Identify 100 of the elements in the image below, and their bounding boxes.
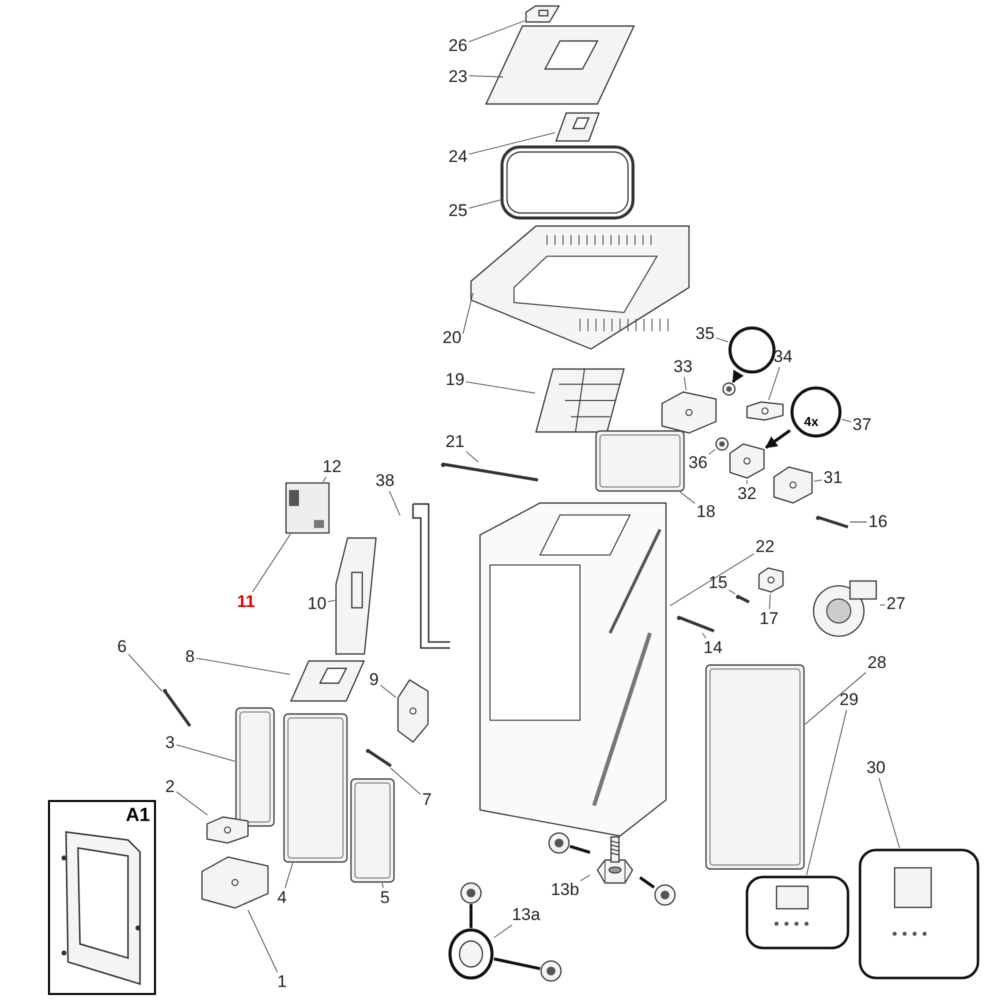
callout-number: 31 xyxy=(824,468,842,488)
leader-line xyxy=(388,490,400,516)
plate-drawing xyxy=(555,112,600,142)
leader-line xyxy=(284,862,294,888)
callout-number: 13b xyxy=(550,880,580,900)
callout-number: 12 xyxy=(322,457,342,477)
leader-line xyxy=(702,632,706,638)
part-drawing xyxy=(772,465,814,505)
callout-number: 18 xyxy=(696,502,716,522)
gasket-drawing xyxy=(745,875,850,950)
callout-number: 36 xyxy=(688,453,708,473)
wheel-drawing xyxy=(448,928,494,980)
inset-label: A1 xyxy=(126,804,150,828)
panel-drawing xyxy=(283,713,348,863)
gasket-ring-drawing xyxy=(500,145,635,220)
leader-line xyxy=(390,768,421,795)
panel-drawing xyxy=(595,430,685,492)
callout-number: 1 xyxy=(277,972,287,992)
callout-number: 23 xyxy=(448,67,468,87)
grille-drawing xyxy=(535,368,625,433)
callout-number: 37 xyxy=(852,415,872,435)
leader-line xyxy=(382,882,384,888)
top-frame-drawing xyxy=(470,225,690,350)
leader-line xyxy=(176,791,208,816)
callout-number: 27 xyxy=(886,594,906,614)
pointer-line xyxy=(732,370,744,384)
leader-line xyxy=(746,480,748,484)
part-drawing xyxy=(200,855,270,910)
leader-line xyxy=(328,600,336,602)
leader-line xyxy=(468,75,504,78)
leader-line xyxy=(468,132,556,155)
rod-drawing xyxy=(676,615,716,633)
inset-frame xyxy=(48,800,156,995)
washer-drawing xyxy=(548,832,570,854)
callout-number: 35 xyxy=(696,324,714,344)
part-drawing xyxy=(205,815,250,845)
callout-number: 20 xyxy=(442,328,462,348)
leader-line xyxy=(466,450,479,462)
leader-line xyxy=(494,924,512,938)
washer-drawing xyxy=(715,437,729,451)
leader-line xyxy=(842,418,852,422)
washer-drawing xyxy=(460,882,482,904)
circuit-board-drawing xyxy=(285,482,330,534)
callout-number: 4 xyxy=(277,888,287,908)
leader-line xyxy=(804,672,866,725)
leader-line xyxy=(176,744,236,762)
callout-number: 24 xyxy=(448,147,468,167)
leader-line xyxy=(708,449,716,455)
callout-number: 3 xyxy=(165,733,175,753)
plate-drawing xyxy=(290,660,365,702)
bracket-drawing xyxy=(335,537,377,655)
part-drawing xyxy=(757,566,785,594)
leader-line xyxy=(814,479,822,482)
callout-number: 30 xyxy=(866,758,886,778)
callout-number: 34 xyxy=(774,347,792,367)
leader-line xyxy=(468,200,500,209)
callout-number: 5 xyxy=(380,888,390,908)
callout-number: 33 xyxy=(674,357,692,377)
rod-drawing xyxy=(815,515,850,529)
callout-number: 26 xyxy=(448,36,468,56)
leader-line xyxy=(196,658,290,675)
bracket-drawing xyxy=(525,5,560,23)
callout-number: 38 xyxy=(376,471,394,491)
gasket-drawing xyxy=(858,848,980,980)
part-drawing xyxy=(660,390,718,435)
plate-drawing xyxy=(485,25,635,105)
callout-number: 11 xyxy=(237,592,255,612)
rod-drawing xyxy=(162,688,192,728)
callout-number: 9 xyxy=(369,670,379,690)
callout-number: 14 xyxy=(704,638,722,658)
callout-number: 8 xyxy=(185,647,195,667)
callout-number: 29 xyxy=(840,690,858,710)
callout-number: 2 xyxy=(165,777,175,797)
callout-number: 21 xyxy=(446,432,464,452)
part-drawing xyxy=(728,442,766,480)
rod-drawing xyxy=(735,594,751,604)
leader-line xyxy=(580,874,590,882)
panel-drawing xyxy=(350,778,395,883)
callout-number: 6 xyxy=(117,637,127,657)
detail-circle xyxy=(790,386,842,438)
rod-drawing xyxy=(440,462,540,482)
leader-line xyxy=(806,710,848,876)
washer-drawing xyxy=(722,382,736,396)
leader-line xyxy=(768,366,780,400)
leader-line xyxy=(716,337,728,342)
callout-number: 28 xyxy=(868,653,886,673)
callout-number: 10 xyxy=(308,594,326,614)
leader-line xyxy=(128,654,162,692)
leader-line xyxy=(466,381,536,394)
leader-line xyxy=(880,604,886,606)
leader-line xyxy=(322,476,326,482)
callout-number: 25 xyxy=(448,201,468,221)
leader-line xyxy=(684,376,686,390)
callout-number: 7 xyxy=(422,790,432,810)
rod-drawing xyxy=(365,748,393,768)
callout-number: 15 xyxy=(708,573,728,593)
panel-drawing xyxy=(705,664,805,870)
callout-number: 17 xyxy=(760,609,778,629)
leader-line xyxy=(468,20,526,42)
panel-drawing xyxy=(235,707,275,827)
